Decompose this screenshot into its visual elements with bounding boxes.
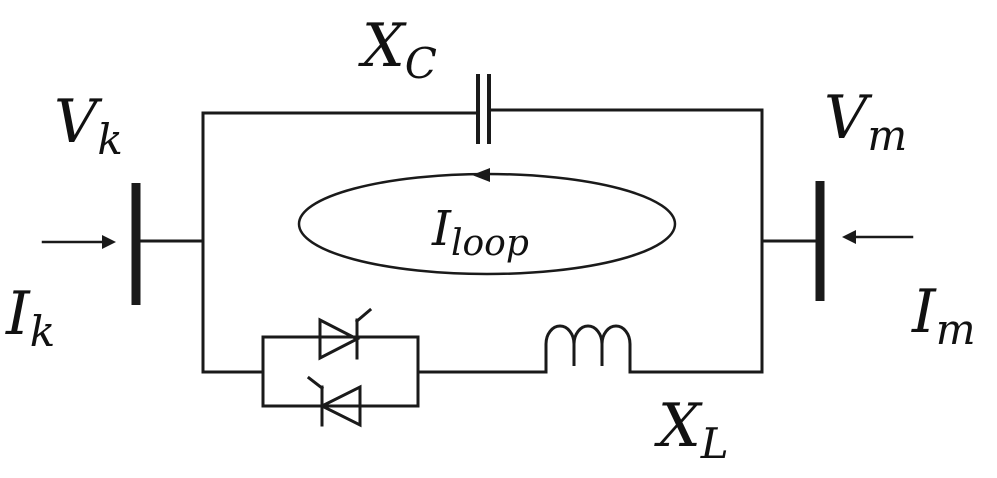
vk-label: Vk — [54, 87, 123, 164]
xc-label: XC — [362, 11, 437, 88]
vm-label: Vm — [824, 83, 908, 160]
loop-current-arrow — [472, 168, 490, 182]
thyristor-upper — [318, 307, 373, 361]
ik-label: Ik — [6, 279, 56, 356]
inductor — [544, 324, 632, 374]
ik-arrow — [41, 235, 116, 249]
thyristor-lower — [306, 375, 362, 428]
iloop-label: Iloop — [432, 201, 529, 264]
im-label: Im — [912, 277, 976, 354]
xl-label: XL — [658, 391, 729, 468]
im-arrow — [842, 230, 914, 244]
